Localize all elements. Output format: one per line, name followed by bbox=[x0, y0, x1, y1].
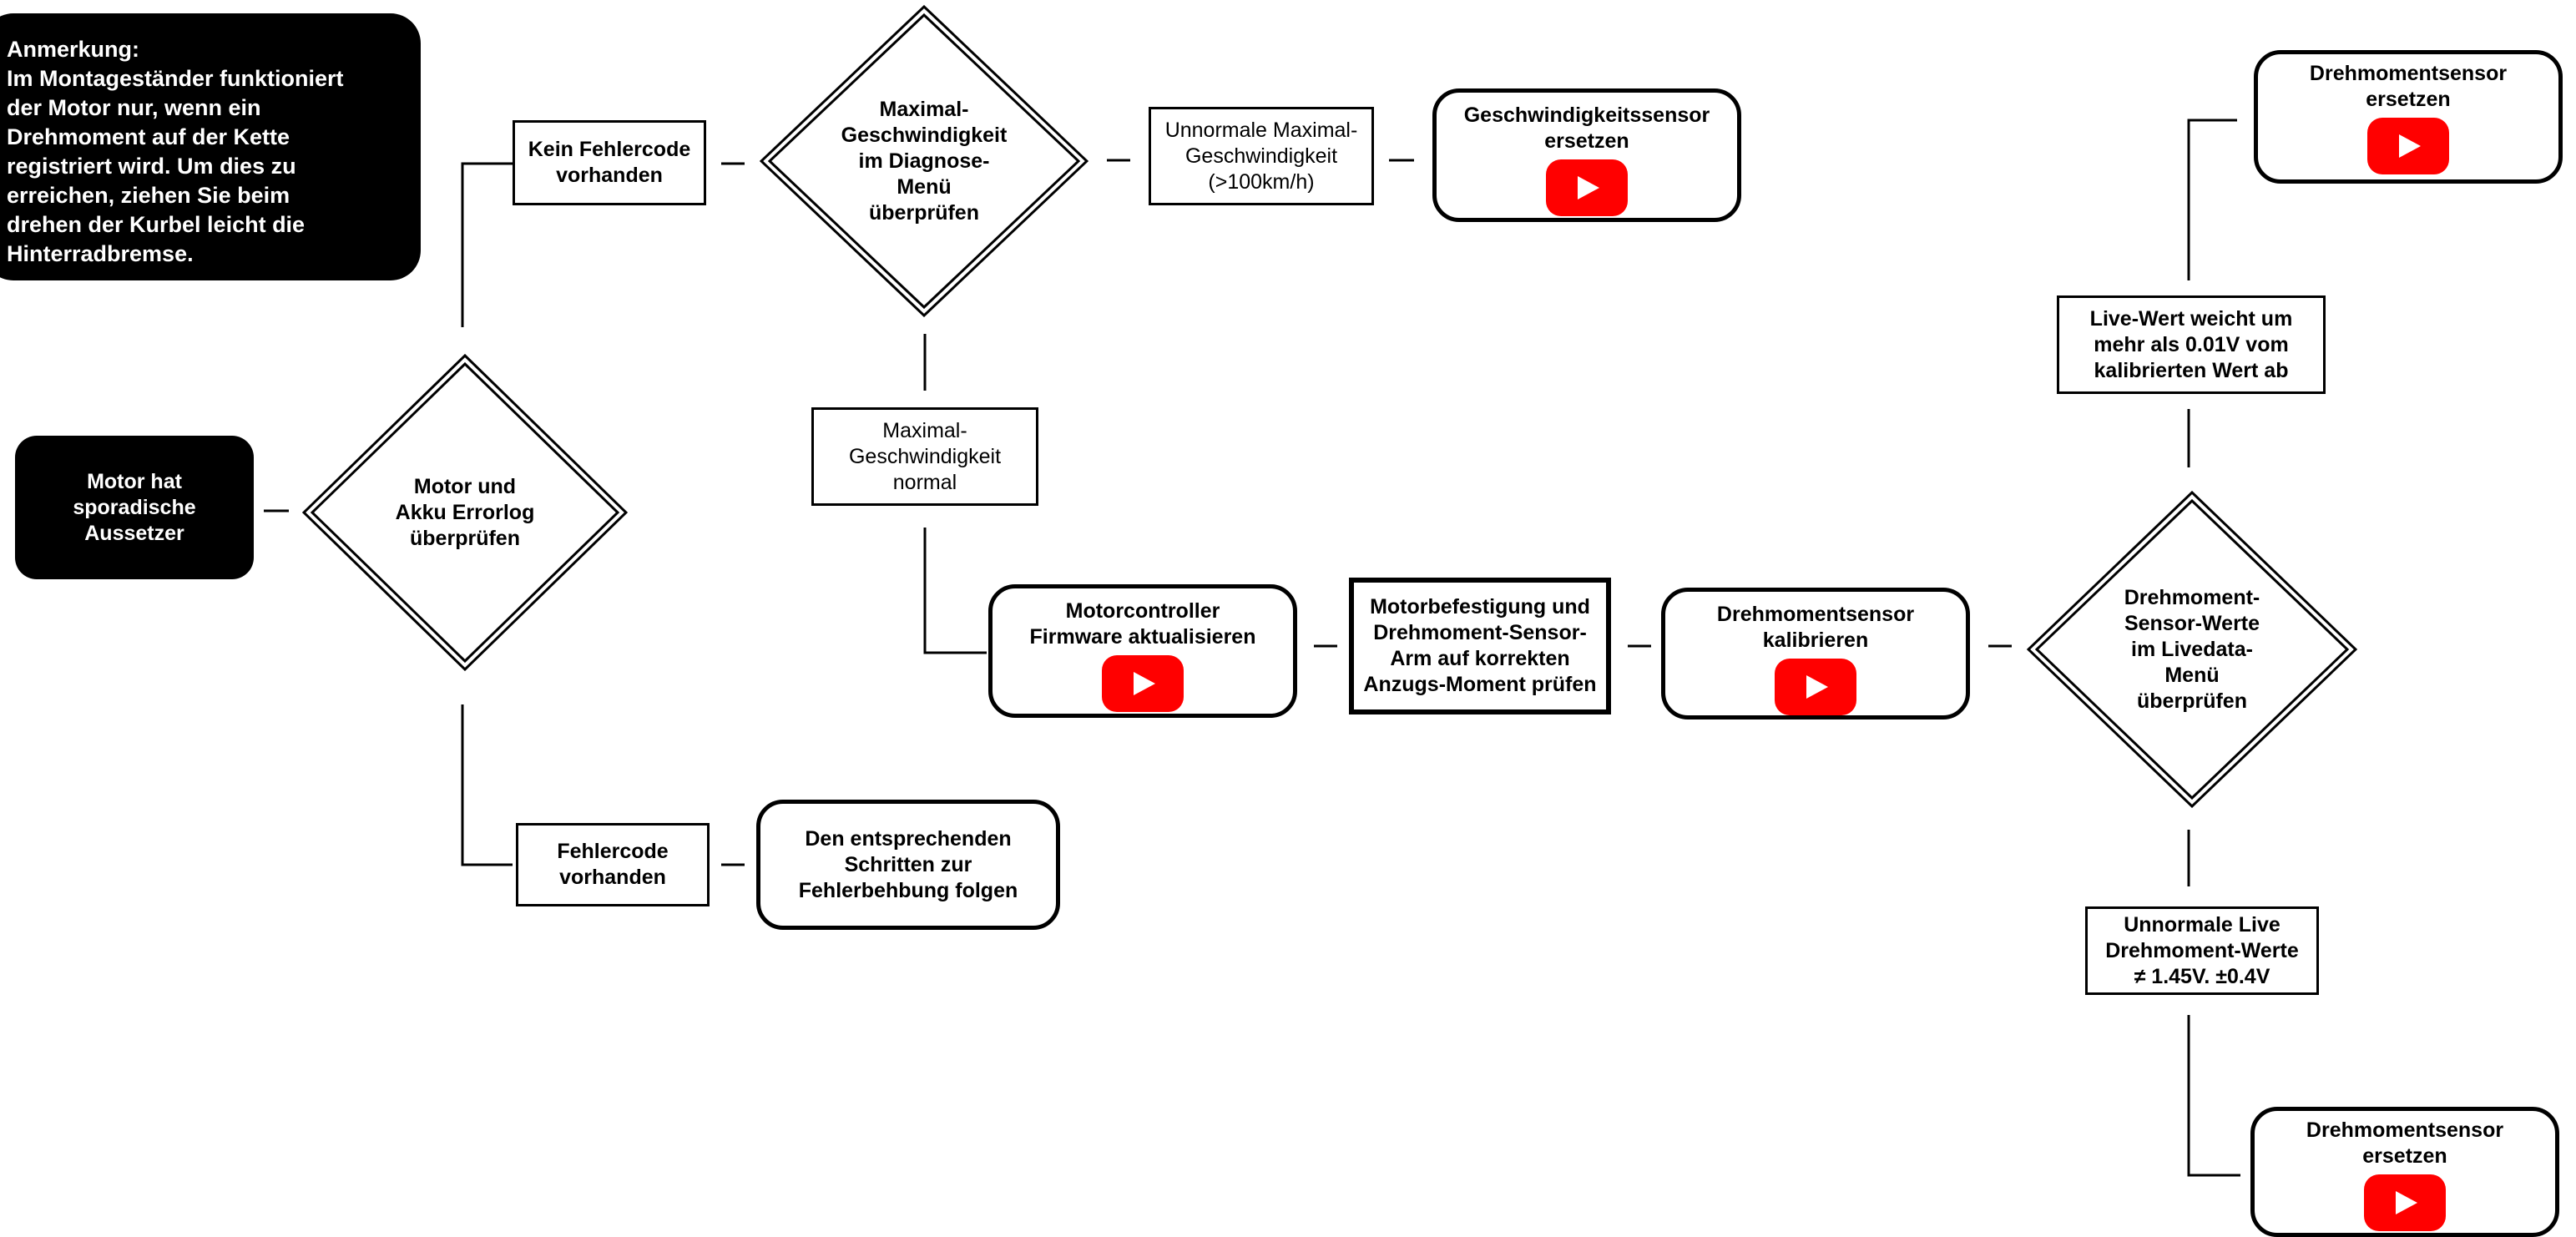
abnormal-live-values-label: Unnormale Live Drehmoment-Werte ≠ 1.45V.… bbox=[2105, 912, 2299, 988]
check-max-speed-label: Maximal- Geschwindigkeit im Diagnose- Me… bbox=[841, 97, 1008, 225]
youtube-play-icon[interactable] bbox=[2367, 118, 2449, 174]
abnormal-max-speed-node: Unnormale Maximal- Geschwindigkeit (>100… bbox=[1149, 107, 1374, 205]
note-text: Anmerkung: Im Montageständer funktionier… bbox=[7, 37, 344, 266]
replace-torque-bottom-label: Drehmomentsensor ersetzen bbox=[2306, 1118, 2504, 1168]
youtube-play-icon[interactable] bbox=[1775, 659, 1856, 715]
youtube-play-icon[interactable] bbox=[1546, 159, 1628, 216]
follow-steps-node: Den entsprechenden Schritten zur Fehlerb… bbox=[756, 800, 1060, 930]
check-mounting-label: Motorbefestigung und Drehmoment-Sensor- … bbox=[1363, 595, 1597, 696]
calibrate-torque-node[interactable]: Drehmomentsensor kalibrieren bbox=[1661, 588, 1970, 719]
youtube-play-icon[interactable] bbox=[1102, 655, 1184, 712]
no-error-code-label: Kein Fehlercode vorhanden bbox=[528, 138, 691, 187]
decision-check-max-speed: Maximal- Geschwindigkeit im Diagnose- Me… bbox=[760, 5, 1088, 317]
max-speed-normal-node: Maximal- Geschwindigkeit normal bbox=[811, 407, 1038, 506]
update-firmware-node[interactable]: Motorcontroller Firmware aktualisieren bbox=[988, 584, 1297, 718]
check-mounting-node: Motorbefestigung und Drehmoment-Sensor- … bbox=[1349, 578, 1611, 714]
no-error-code-node: Kein Fehlercode vorhanden bbox=[513, 120, 706, 205]
start-label: Motor hat sporadische Aussetzer bbox=[73, 469, 196, 545]
error-code-node: Fehlercode vorhanden bbox=[516, 823, 710, 906]
abnormal-live-values-node: Unnormale Live Drehmoment-Werte ≠ 1.45V.… bbox=[2085, 906, 2319, 995]
live-value-deviates-node: Live-Wert weicht um mehr als 0.01V vom k… bbox=[2057, 295, 2326, 394]
youtube-play-icon[interactable] bbox=[2364, 1174, 2446, 1231]
decision-check-torque-values: Drehmoment- Sensor-Werte im Livedata- Me… bbox=[2027, 491, 2357, 808]
check-errorlog-label: Motor und Akku Errorlog überprüfen bbox=[395, 474, 535, 550]
check-torque-values-label: Drehmoment- Sensor-Werte im Livedata- Me… bbox=[2124, 585, 2260, 713]
max-speed-normal-label: Maximal- Geschwindigkeit normal bbox=[848, 418, 1002, 494]
replace-torque-top-label: Drehmomentsensor ersetzen bbox=[2309, 62, 2508, 111]
replace-speed-sensor-node[interactable]: Geschwindigkeitssensor ersetzen bbox=[1432, 88, 1741, 222]
update-firmware-label: Motorcontroller Firmware aktualisieren bbox=[1029, 599, 1256, 649]
note-box: Anmerkung: Im Montageständer funktionier… bbox=[0, 13, 421, 280]
start-node: Motor hat sporadische Aussetzer bbox=[15, 436, 254, 579]
replace-speed-sensor-label: Geschwindigkeitssensor ersetzen bbox=[1463, 104, 1710, 153]
abnormal-max-speed-label: Unnormale Maximal- Geschwindigkeit (>100… bbox=[1164, 118, 1358, 194]
error-code-label: Fehlercode vorhanden bbox=[557, 840, 669, 889]
follow-steps-label: Den entsprechenden Schritten zur Fehlerb… bbox=[798, 826, 1018, 902]
replace-torque-sensor-bottom-node[interactable]: Drehmomentsensor ersetzen bbox=[2250, 1107, 2559, 1237]
decision-check-errorlog: Motor und Akku Errorlog überprüfen bbox=[302, 354, 628, 671]
calibrate-torque-label: Drehmomentsensor kalibrieren bbox=[1716, 603, 1915, 652]
live-value-deviates-label: Live-Wert weicht um mehr als 0.01V vom k… bbox=[2089, 306, 2293, 382]
replace-torque-sensor-top-node[interactable]: Drehmomentsensor ersetzen bbox=[2254, 50, 2563, 184]
